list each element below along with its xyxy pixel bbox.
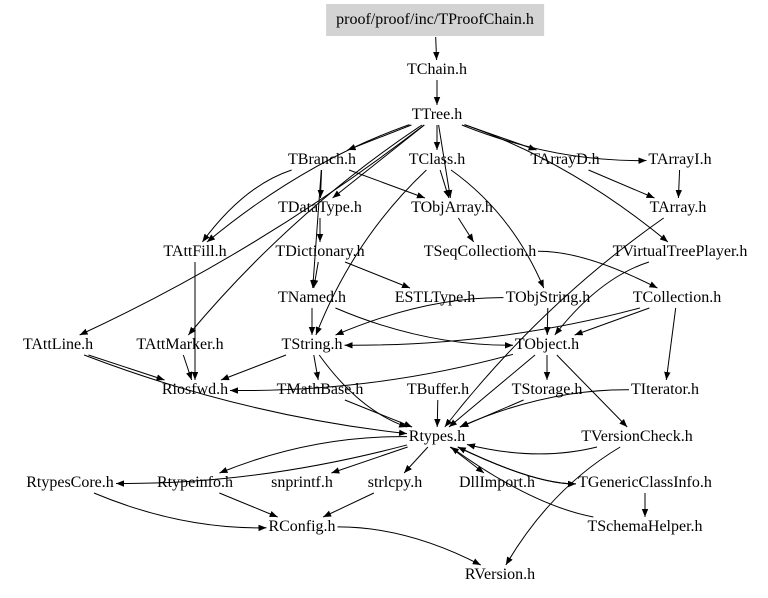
node-tnamed[interactable]: TNamed.h: [278, 289, 346, 306]
edge-rtypes-to-rtypeinfo: [219, 436, 408, 474]
node-tclass[interactable]: TClass.h: [408, 151, 466, 168]
edge-rtypes-to-snprintf: [331, 446, 408, 474]
node-tvirtualtreeplayer[interactable]: TVirtualTreePlayer.h: [612, 243, 748, 260]
node-rversion[interactable]: RVersion.h: [464, 566, 536, 583]
node-tattline[interactable]: TAttLine.h: [22, 336, 94, 353]
edge-tversioncheck-to-rversion: [505, 446, 621, 566]
edge-tobject-to-riosfwd: [229, 353, 514, 394]
node-rtypes[interactable]: Rtypes.h: [408, 428, 466, 445]
edge-tstring-to-rtypes: [318, 354, 408, 428]
edge-tdictionary-to-tnamed: [311, 261, 319, 289]
edge-rconfig-to-rversion: [337, 526, 481, 566]
edge-tattline-to-riosfwd: [88, 354, 165, 381]
node-tarray[interactable]: TArray.h: [649, 199, 707, 216]
node-tattfill[interactable]: TAttFill.h: [163, 243, 227, 260]
node-tgenericclassinfo[interactable]: TGenericClassInfo.h: [578, 474, 712, 491]
node-tschemahelper[interactable]: TSchemaHelper.h: [587, 518, 703, 535]
edge-tseqcollection-to-tcollection: [537, 250, 658, 289]
edge-ttree-to-tattline: [79, 124, 425, 336]
edge-tversioncheck-to-rtypes: [466, 443, 598, 455]
edge-tstring-to-tmathbase: [313, 354, 320, 381]
node-tarrayd[interactable]: TArrayD.h: [530, 151, 600, 168]
edge-ttree-to-tattmarker: [187, 124, 423, 336]
node-tdatatype[interactable]: TDataType.h: [278, 199, 362, 216]
edge-tattmarker-to-riosfwd: [182, 354, 193, 381]
node-tchain[interactable]: TChain.h: [407, 61, 467, 78]
node-tdictionary[interactable]: TDictionary.h: [275, 243, 365, 260]
edge-tobjstring-to-tstring: [335, 297, 504, 336]
edge-ttree-to-tvirtualtreeplayer: [464, 124, 669, 243]
node-rtypescore[interactable]: RtypesCore.h: [26, 474, 114, 491]
node-tversioncheck[interactable]: TVersionCheck.h: [581, 428, 693, 445]
node-tattmarker[interactable]: TAttMarker.h: [136, 336, 224, 353]
node-tmathbase[interactable]: TMathBase.h: [276, 381, 364, 398]
edge-tcollection-to-tobject: [574, 307, 650, 336]
edge-ttree-to-tarrayi: [461, 124, 647, 164]
edge-tdictionary-to-estltype: [344, 261, 411, 289]
node-ttree[interactable]: TTree.h: [411, 106, 463, 123]
edge-tcollection-to-tstring: [344, 307, 641, 349]
edge-tarrayi-to-tarray: [675, 169, 682, 199]
node-riosfwd[interactable]: Riosfwd.h: [161, 381, 229, 398]
edge-tschemahelper-to-rtypes: [450, 446, 594, 518]
edge-tclass-to-tobjstring: [450, 169, 545, 289]
node-strlcpy[interactable]: strlcpy.h: [367, 474, 423, 491]
edge-tbranch-to-tobjarray: [348, 169, 426, 199]
edge-ttree-to-tattfill: [206, 124, 410, 243]
edge-titerator-to-rtypes: [459, 389, 630, 428]
edge-tclass-to-tstring: [315, 169, 427, 336]
edge-tbuffer-to-rtypes: [434, 399, 441, 428]
edge-tvirtualtreeplayer-to-tobject: [554, 261, 650, 336]
edge-rtypes-to-strlcpy: [403, 446, 429, 474]
edge-tcollection-to-titerator: [664, 307, 677, 381]
edge-tbranch-to-tattfill: [201, 169, 292, 243]
node-tarrayi[interactable]: TArrayI.h: [648, 151, 712, 168]
node-snprintf[interactable]: snprintf.h: [271, 474, 333, 491]
node-tbranch[interactable]: TBranch.h: [288, 151, 356, 168]
node-tbuffer[interactable]: TBuffer.h: [406, 381, 470, 398]
node-tstring[interactable]: TString.h: [281, 336, 343, 353]
node-tobjstring[interactable]: TObjString.h: [505, 289, 591, 306]
node-rconfig[interactable]: RConfig.h: [268, 518, 336, 535]
edge-rtypeinfo-to-rconfig: [219, 492, 278, 518]
node-titerator[interactable]: TIterator.h: [631, 381, 699, 398]
edge-tnamed-to-tobject: [335, 307, 514, 349]
edge-strlcpy-to-rconfig: [322, 492, 375, 518]
node-rtypeinfo[interactable]: Rtypeinfo.h: [157, 474, 233, 491]
edge-tattline-to-rtypes: [83, 354, 408, 436]
edge-tgenericclassinfo-to-rtypes: [457, 446, 577, 485]
edge-tstring-to-riosfwd: [220, 354, 287, 381]
edge-tclass-to-tobjarray: [439, 169, 450, 199]
node-tstorage[interactable]: TStorage.h: [511, 381, 583, 398]
node-tobject[interactable]: TObject.h: [514, 336, 580, 353]
edge-tarrayd-to-tarray: [588, 169, 655, 199]
edge-tobject-to-rtypes: [448, 354, 536, 428]
edge-root-to-tchain: [433, 36, 440, 61]
root-node[interactable]: proof/proof/inc/TProofChain.h: [326, 4, 544, 36]
node-tcollection[interactable]: TCollection.h: [632, 289, 722, 306]
edge-rtypescore-to-rconfig: [93, 492, 267, 532]
node-dllimport[interactable]: DllImport.h: [459, 474, 535, 491]
node-estltype[interactable]: ESTLType.h: [394, 289, 476, 306]
edge-tbranch-to-tnamed: [310, 169, 322, 289]
node-tobjarray[interactable]: TObjArray.h: [411, 199, 493, 216]
edge-tmathbase-to-rtypes: [344, 399, 413, 428]
node-tseqcollection[interactable]: TSeqCollection.h: [423, 243, 537, 260]
edge-tobjstring-to-tobject: [544, 307, 551, 336]
edge-tobjarray-to-tseqcollection: [457, 217, 475, 243]
edge-rtypes-to-rtypescore: [115, 444, 408, 487]
